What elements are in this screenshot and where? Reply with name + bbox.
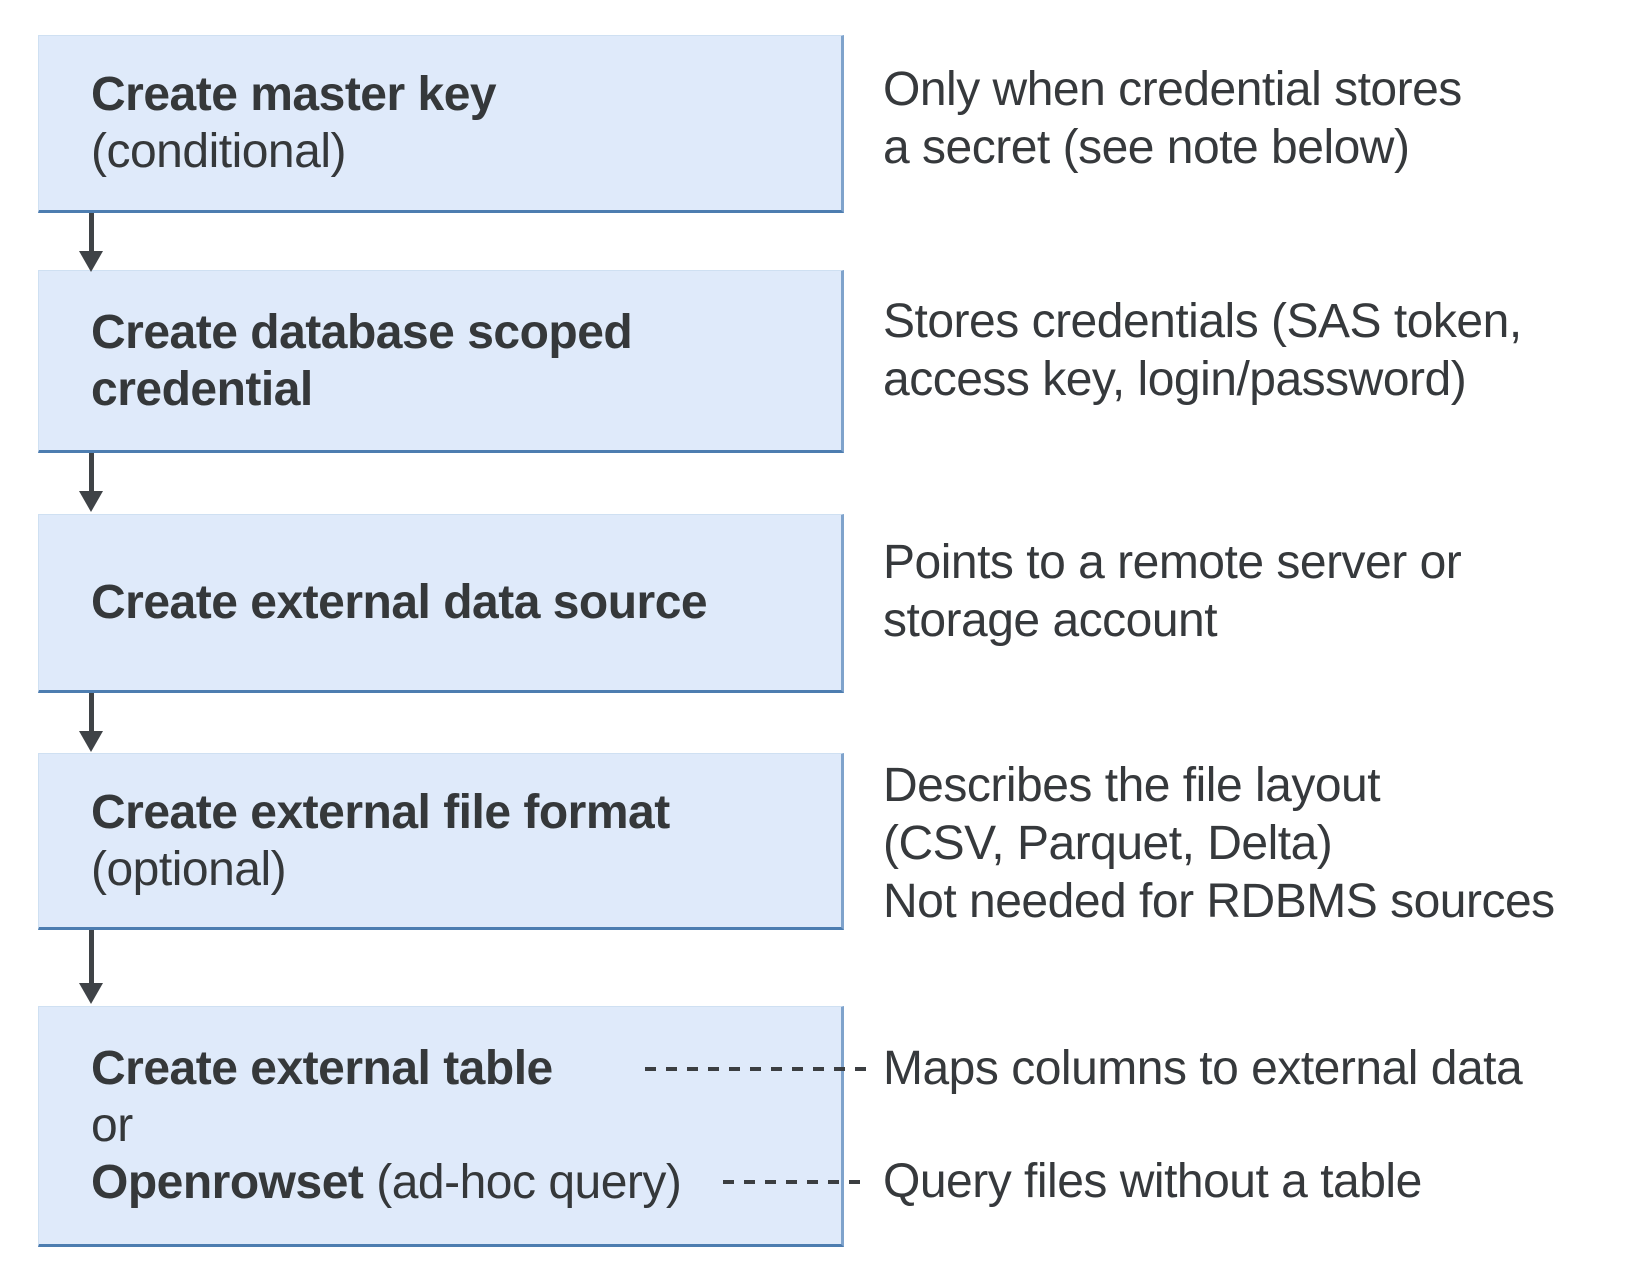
note-line: Stores credentials (SAS token, xyxy=(883,295,1522,348)
dashed-connector-external-table xyxy=(645,1067,869,1071)
note-line: storage account xyxy=(883,594,1218,647)
step-title-bold: Create external file format xyxy=(91,785,670,839)
arrow-line xyxy=(88,930,94,985)
flow-step-create-master-key: Create master key (conditional) xyxy=(38,35,844,213)
flow-step-create-database-scoped-credential: Create database scoped credential xyxy=(38,270,844,453)
note-line: Only when credential stores xyxy=(883,63,1462,116)
step-title-normal: or xyxy=(91,1099,133,1152)
step-title-normal: (conditional) xyxy=(91,125,346,178)
note-line: (CSV, Parquet, Delta) xyxy=(883,817,1333,870)
step-title-bold: Create external data source xyxy=(91,576,708,629)
step-title-line: Create database scoped xyxy=(91,304,841,361)
step-title-bold: Create database scoped xyxy=(91,305,633,359)
dashed-connector-openrowset xyxy=(723,1180,869,1184)
flow-step-create-external-data-source: Create external data source xyxy=(38,514,844,693)
down-arrow-icon xyxy=(79,453,103,512)
step-title-line: Create external data source xyxy=(91,574,841,631)
note-line: Not needed for RDBMS sources xyxy=(883,875,1555,928)
note-line: Points to a remote server or xyxy=(883,536,1462,589)
note-database-scoped-credential: Stores credentials (SAS token, access ke… xyxy=(883,293,1522,409)
step-title-normal: (optional) xyxy=(91,842,287,896)
note-external-table: Maps columns to external data xyxy=(883,1040,1523,1098)
arrow-line xyxy=(88,693,94,733)
step-title-line: Openrowset (ad-hoc query) xyxy=(91,1154,841,1211)
note-line: Query files without a table xyxy=(883,1155,1422,1208)
note-line: a secret (see note below) xyxy=(883,121,1410,174)
note-line: Describes the file layout xyxy=(883,759,1381,812)
step-title-line: Create external table xyxy=(91,1040,841,1097)
flow-step-create-external-file-format: Create external file format (optional) xyxy=(38,753,844,930)
step-title-line: (optional) xyxy=(91,841,841,898)
step-title-normal: (ad-hoc query) xyxy=(363,1156,682,1209)
arrow-line xyxy=(88,453,94,493)
step-title-line: Create master key xyxy=(91,66,841,123)
step-title-line: credential xyxy=(91,361,841,418)
step-title-bold: Openrowset xyxy=(91,1156,364,1209)
note-external-data-source: Points to a remote server or storage acc… xyxy=(883,534,1462,650)
note-external-file-format: Describes the file layout (CSV, Parquet,… xyxy=(883,757,1555,931)
note-master-key: Only when credential stores a secret (se… xyxy=(883,61,1462,177)
down-arrow-icon xyxy=(79,930,103,1004)
note-line: Maps columns to external data xyxy=(883,1042,1523,1095)
step-title-line: Create external file format xyxy=(91,784,841,841)
step-title-line: or xyxy=(91,1097,841,1154)
down-arrow-icon xyxy=(79,213,103,272)
down-arrow-icon xyxy=(79,693,103,752)
step-title-bold: credential xyxy=(91,362,313,416)
step-title-line: (conditional) xyxy=(91,123,841,180)
flow-step-create-external-table-or-openrowset: Create external table or Openrowset (ad-… xyxy=(38,1006,844,1247)
note-line: access key, login/password) xyxy=(883,353,1467,406)
arrow-line xyxy=(88,213,94,253)
arrow-head xyxy=(79,491,103,512)
arrow-head xyxy=(79,731,103,752)
step-title-bold: Create external table xyxy=(91,1042,553,1095)
step-title-bold: Create master key xyxy=(91,68,497,121)
note-openrowset: Query files without a table xyxy=(883,1153,1422,1211)
arrow-head xyxy=(79,983,103,1004)
arrow-head xyxy=(79,251,103,272)
